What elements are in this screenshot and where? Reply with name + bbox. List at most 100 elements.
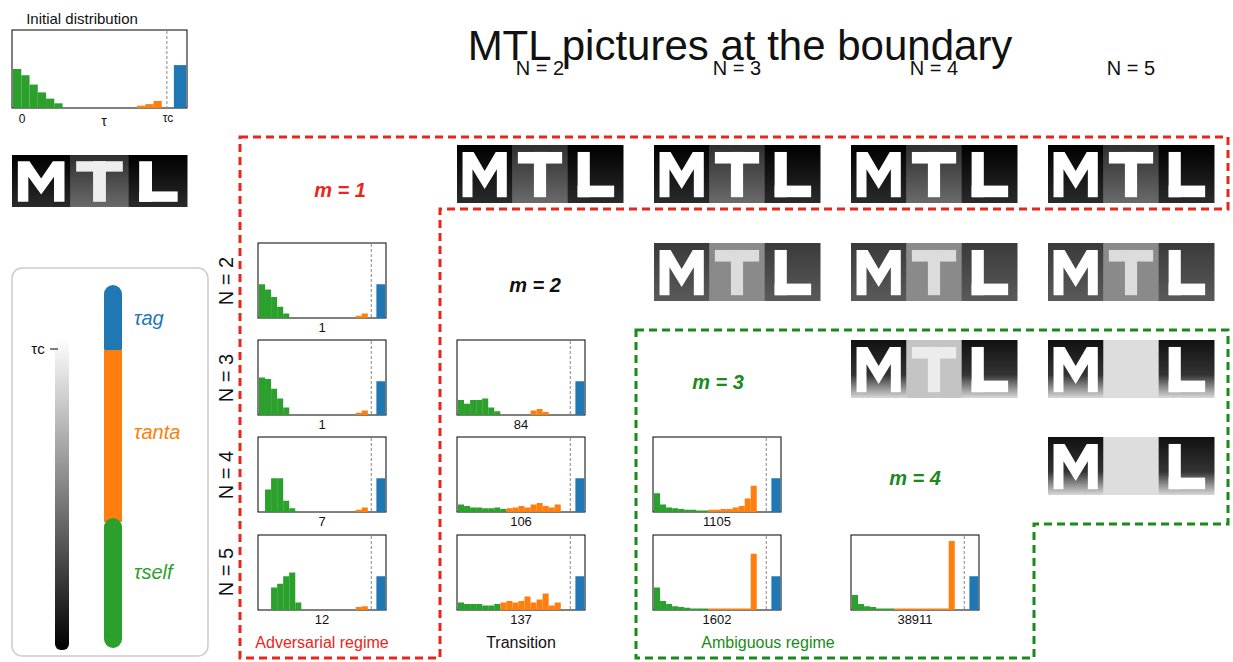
threshold-line: [570, 438, 571, 512]
plot-frame: [258, 437, 386, 512]
text-label: Ambiguous regime: [701, 634, 834, 652]
mtl-picture: [1048, 243, 1215, 301]
histogram-bar: [482, 508, 488, 512]
histogram-bar: [362, 606, 368, 610]
count-label: 1: [318, 418, 325, 432]
histogram-bar: [54, 103, 62, 108]
histogram-bar: [265, 490, 271, 513]
mtl-picture: [851, 340, 1018, 398]
histogram-bar: [720, 509, 726, 512]
histogram-bar: [745, 499, 751, 513]
letter-shape: [928, 347, 940, 392]
text-label: Adversarial regime: [255, 634, 388, 652]
histogram-bar: [271, 478, 277, 512]
picture-panel: [654, 243, 710, 301]
histogram-bar: [660, 505, 666, 513]
picture-panel: [1048, 340, 1104, 398]
text-label: N = 5: [215, 548, 237, 596]
histogram-bar: [745, 609, 751, 611]
count-label: 106: [510, 515, 532, 529]
histogram-bar: [265, 379, 271, 415]
mtl-picture: [12, 155, 188, 207]
letter-shape: [1169, 186, 1206, 198]
histogram-bar: [696, 609, 702, 611]
m-label: m = 1: [314, 179, 366, 201]
letter-shape: [731, 152, 743, 197]
picture-panel: [129, 155, 188, 207]
plot-frame: [258, 243, 386, 318]
histogram-bar: [476, 400, 482, 415]
grey-colorbar: [55, 338, 69, 650]
histogram-bar: [969, 576, 978, 610]
histogram-bar: [356, 510, 362, 512]
text-label: N = 4: [910, 57, 958, 79]
text-label: τ: [101, 114, 107, 129]
adversarial-region: [240, 137, 1228, 658]
text-label: N = 2: [215, 257, 237, 305]
picture-panel: [1159, 243, 1215, 301]
text-label: N = 4: [215, 451, 237, 499]
histogram-bar: [500, 603, 506, 611]
letter-shape: [928, 250, 940, 295]
letter-shape: [775, 284, 812, 296]
histogram-bar: [912, 609, 918, 611]
picture-panel: [512, 145, 568, 203]
picture-panel: [709, 243, 765, 301]
histogram-bar: [289, 508, 295, 512]
histogram-bar: [660, 601, 666, 610]
histogram-bar: [494, 508, 500, 513]
histogram-bar: [458, 505, 464, 513]
letter-shape: [1054, 250, 1098, 295]
histogram-bar: [925, 609, 931, 611]
text-label: N = 3: [215, 354, 237, 402]
histogram-bar: [678, 607, 684, 610]
histogram: [851, 535, 979, 610]
text-label: 0: [19, 113, 26, 126]
mtl-picture: [851, 243, 1018, 301]
picture-panel: [962, 145, 1018, 203]
mtl-picture: [1048, 437, 1215, 495]
picture-panel: [851, 243, 907, 301]
histogram-bar: [864, 606, 870, 610]
histogram: [457, 437, 585, 512]
histogram-bar: [876, 609, 882, 611]
histogram-bar: [575, 381, 584, 415]
histogram: [457, 340, 585, 415]
histogram-bar: [852, 595, 858, 610]
histogram-bar: [512, 603, 518, 611]
legend-label: τag: [134, 307, 164, 329]
histogram: [258, 437, 386, 512]
histogram-bar: [506, 601, 512, 610]
picture-panel: [962, 243, 1018, 301]
letter-shape: [1169, 478, 1206, 490]
histogram-bar: [543, 412, 549, 415]
histogram-bar: [543, 594, 549, 611]
histogram-bar: [555, 505, 561, 513]
count-label: 137: [510, 613, 532, 627]
histogram-bar: [295, 603, 301, 611]
histogram: [258, 340, 386, 415]
histogram-bar: [277, 399, 283, 416]
text-label: τc: [163, 112, 174, 125]
mtl-picture: [654, 243, 821, 301]
histogram-bar: [518, 506, 524, 512]
picture-panel: [12, 155, 71, 207]
plot-frame: [653, 437, 781, 512]
picture-panel: [906, 243, 962, 301]
histogram-bar: [537, 503, 543, 512]
picture-panel: [70, 155, 129, 207]
histogram-bar: [575, 478, 584, 512]
histogram-bar: [494, 411, 500, 415]
picture-panel: [765, 145, 821, 203]
picture-panel: [1103, 437, 1159, 495]
picture-panel: [962, 340, 1018, 398]
histogram-bar: [271, 588, 277, 611]
histogram-bar: [476, 604, 482, 610]
histogram-bar: [684, 608, 690, 610]
histogram-bar: [153, 101, 161, 108]
letter-shape: [578, 186, 615, 198]
histogram-bar: [931, 609, 937, 611]
letter-shape: [1054, 347, 1098, 392]
